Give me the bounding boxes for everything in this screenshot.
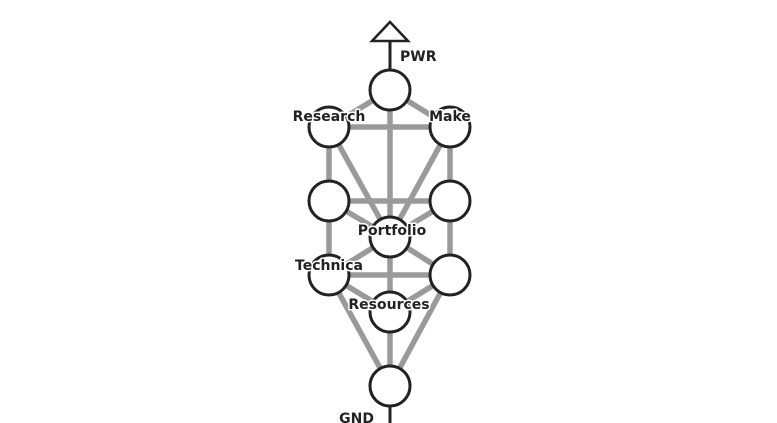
pwr-arrow-icon: [369, 20, 411, 43]
node-technica[interactable]: [307, 253, 351, 297]
node-bottom[interactable]: [368, 364, 412, 408]
portfolio-label: Portfolio: [358, 223, 427, 239]
node-make[interactable]: [428, 105, 472, 149]
nodes: [307, 68, 472, 408]
resources-label: Resources: [348, 297, 429, 313]
research-label: Research: [293, 109, 366, 125]
node-mid-left[interactable]: [307, 179, 351, 223]
technica-label: Technica: [295, 258, 363, 274]
gnd-label: GND: [339, 411, 374, 423]
pwr-label: PWR: [400, 49, 437, 65]
node-portfolio[interactable]: [368, 215, 412, 259]
node-research[interactable]: [307, 105, 351, 149]
node-mid-right[interactable]: [428, 179, 472, 223]
node-resources[interactable]: [368, 290, 412, 334]
node-top[interactable]: [368, 68, 412, 112]
node-lower-right[interactable]: [428, 253, 472, 297]
make-label: Make: [429, 109, 471, 125]
